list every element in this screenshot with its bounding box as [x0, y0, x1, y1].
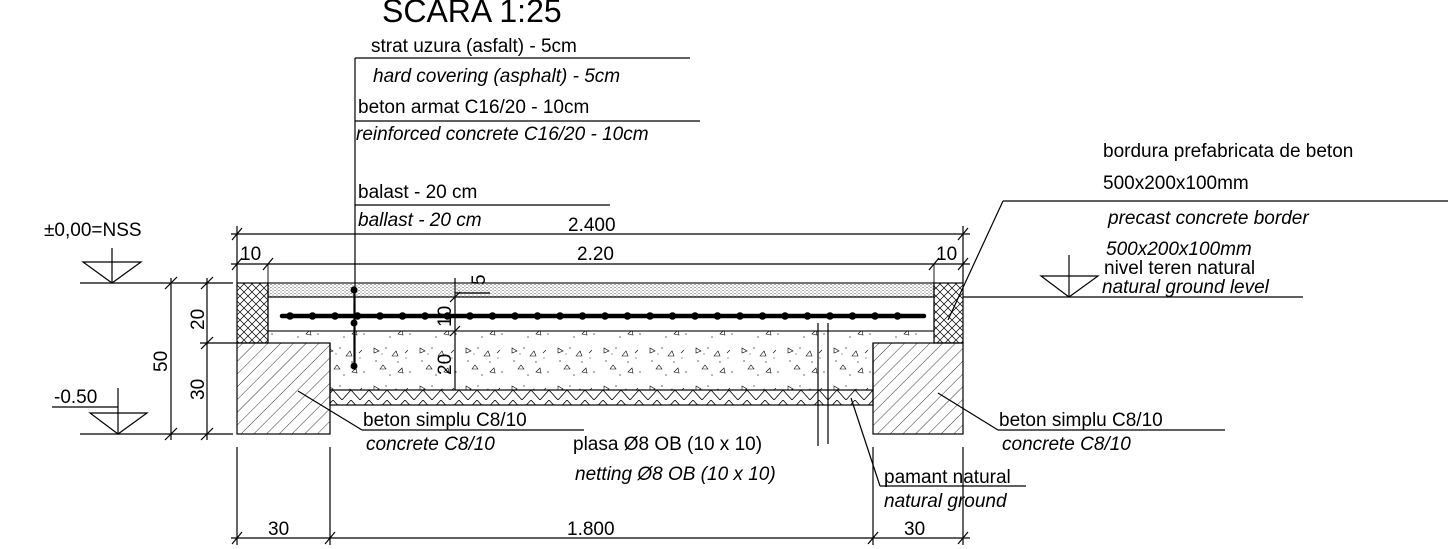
ground-level-ro: nivel teren natural — [1104, 258, 1255, 279]
dim-ballast: 20 — [435, 354, 456, 375]
ballast-layer-right — [873, 331, 934, 343]
border-label-en-1: precast concrete border — [1107, 208, 1309, 229]
layer-ballast-en: ballast - 20 cm — [358, 210, 482, 231]
dim-total-height: 50 — [151, 351, 172, 372]
rebar-dot — [511, 312, 519, 320]
mesh-label-ro: plasa Ø8 OB (10 x 10) — [573, 434, 762, 455]
border-label-en-2: 500x200x100mm — [1106, 239, 1252, 260]
dim-right-border: 10 — [936, 244, 957, 265]
soil-label-ro: pamant natural — [884, 467, 1011, 488]
plain-concrete-left-en: concrete C8/10 — [366, 434, 495, 455]
rebar-dot — [803, 312, 812, 320]
level-minus: -0.50 — [54, 387, 97, 408]
rebar-dot — [646, 312, 654, 320]
rebar-dot — [668, 312, 677, 320]
rebar-dot — [871, 312, 879, 320]
rebar-dot — [691, 312, 699, 320]
rebar-dot — [893, 312, 902, 320]
rebar-dot — [331, 312, 339, 320]
rebar-dot — [376, 312, 384, 320]
rebar-dot — [488, 312, 497, 320]
rebar-dot — [736, 312, 744, 320]
rebar-dot — [623, 312, 632, 320]
dim-inner-width: 2.20 — [577, 244, 614, 265]
rebar-dot — [758, 312, 767, 320]
level-marker-top — [80, 248, 233, 284]
dim-rc-slab: 10 — [435, 306, 456, 327]
top-dimensions — [231, 226, 970, 283]
rebar-dot — [826, 312, 834, 320]
rebar-dot — [533, 312, 542, 320]
level-nss: ±0,00=NSS — [44, 220, 142, 241]
left-dimensions — [164, 276, 237, 441]
plain-concrete-left-ro: beton simplu C8/10 — [363, 410, 527, 431]
dim-asphalt: 5 — [469, 274, 490, 285]
rebar-dot — [421, 312, 429, 320]
dim-border-height: 20 — [188, 309, 209, 330]
rebar-dot — [848, 312, 857, 320]
border-label-ro-2: 500x200x100mm — [1103, 173, 1249, 194]
mesh-label-en: netting Ø8 OB (10 x 10) — [575, 464, 776, 485]
rebar-dot — [308, 312, 317, 320]
layer-wear-en: hard covering (asphalt) - 5cm — [373, 66, 620, 87]
leader-plain-right — [937, 392, 999, 431]
drawing-title: SCARA 1:25 — [382, 0, 562, 29]
layer-concrete-en: reinforced concrete C16/20 - 10cm — [356, 124, 649, 145]
dim-foundation-height: 30 — [188, 379, 209, 400]
internal-dimensions — [350, 278, 881, 487]
border-block-right — [933, 282, 964, 344]
plain-concrete-right-en: concrete C8/10 — [1002, 434, 1131, 455]
layer-ballast-ro: balast - 20 cm — [358, 182, 477, 203]
ballast-layer-left — [268, 331, 330, 343]
plain-concrete-right-ro: beton simplu C8/10 — [999, 410, 1163, 431]
border-block-left — [236, 282, 269, 344]
ground-level-en: natural ground level — [1102, 277, 1270, 298]
base-layer — [329, 389, 874, 406]
layer-concrete-ro: beton armat C16/20 - 10cm — [358, 97, 589, 118]
rebar-dot — [443, 312, 452, 320]
dim-total-width: 2.400 — [568, 215, 616, 236]
bottom-dimensions — [231, 447, 970, 545]
rebar-dot — [398, 312, 407, 320]
rebar-dot — [601, 312, 609, 320]
rebar-dot — [578, 312, 587, 320]
leader-plain-left — [297, 390, 363, 431]
dim-found-mid: 1.800 — [567, 519, 615, 540]
foundation-left — [236, 342, 331, 435]
dim-found-left: 30 — [268, 519, 289, 540]
rebar-dot — [353, 312, 362, 320]
rebar-dot — [781, 312, 789, 320]
reinforcement-dots — [286, 312, 902, 320]
rebar-dot — [713, 312, 722, 320]
border-label-ro-1: bordura prefabricata de beton — [1103, 141, 1353, 162]
dim-found-right: 30 — [904, 519, 925, 540]
rebar-dot — [286, 312, 294, 320]
rebar-dot — [556, 312, 564, 320]
ballast-layer — [330, 331, 873, 390]
level-marker-ground — [963, 255, 1303, 298]
rebar-dot — [466, 312, 474, 320]
layer-wear-ro: strat uzura (asfalt) - 5cm — [371, 36, 577, 57]
soil-label-en: natural ground — [884, 491, 1008, 512]
asphalt-layer — [267, 282, 935, 298]
dim-left-border: 10 — [240, 244, 261, 265]
foundation-right — [872, 342, 964, 435]
